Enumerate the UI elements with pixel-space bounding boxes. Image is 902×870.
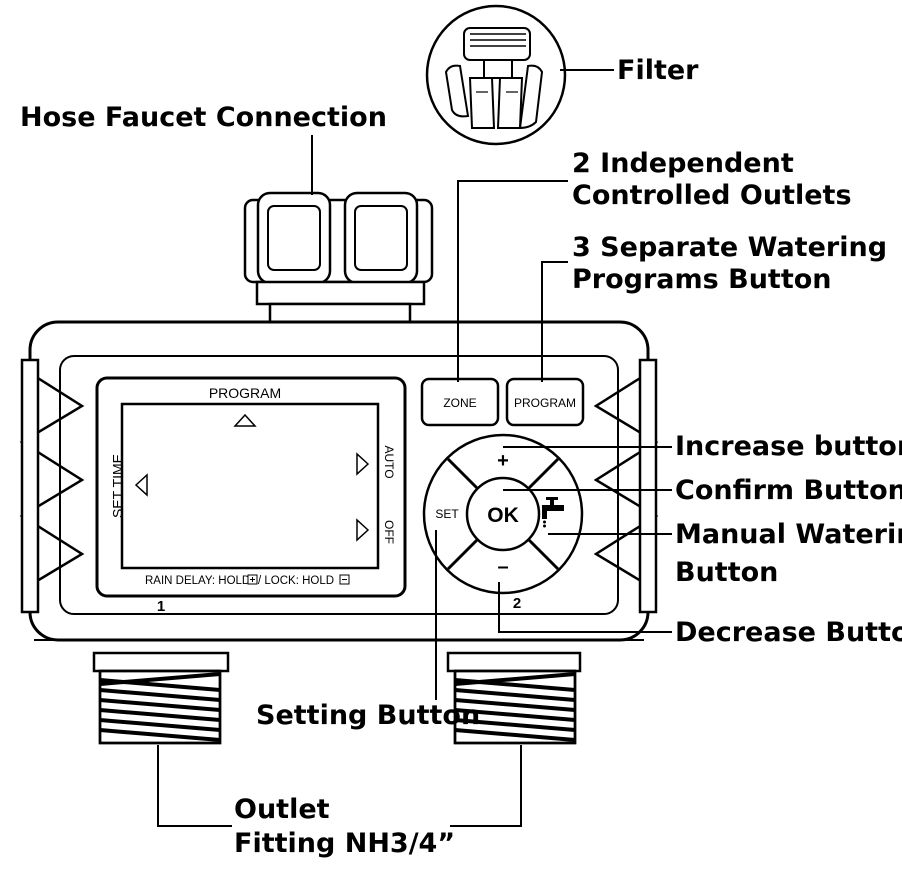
ok-label: OK	[487, 504, 519, 527]
outlet-fitting-2	[446, 651, 582, 745]
filter-label: Filter	[617, 55, 699, 86]
outlet-label-line2: Fitting NH3/4”	[234, 828, 455, 859]
plus-label: +	[497, 450, 509, 472]
programs-label-line1: 3 Separate Watering	[572, 232, 887, 263]
zone-button[interactable]	[420, 377, 500, 427]
set-time-arrow-icon	[134, 473, 148, 497]
hose-faucet-label: Hose Faucet Connection	[20, 102, 387, 133]
lcd-display	[95, 376, 407, 598]
zone-button-label: ZONE	[443, 396, 476, 410]
manual-label-line2: Button	[675, 557, 778, 588]
hose-faucet-connector	[243, 191, 434, 324]
display-set-time-label: SET TIME	[110, 454, 126, 518]
off-arrow-icon	[356, 518, 370, 542]
outlet-fitting-1	[92, 651, 230, 745]
faucet-icon[interactable]	[542, 497, 564, 528]
outlet-1-number: 1	[157, 598, 165, 615]
leader-lines	[157, 180, 672, 827]
lock-text: / LOCK: HOLD	[258, 575, 334, 587]
minus-label: –	[497, 556, 508, 578]
decrease-label: Decrease Button	[675, 617, 902, 648]
control-pad	[422, 433, 584, 595]
confirm-label: Confirm Button	[675, 475, 902, 506]
outlet-label-line1: Outlet	[234, 794, 330, 825]
increase-label: Increase button	[675, 431, 902, 462]
filter-illustration	[425, 4, 567, 146]
auto-arrow-icon	[356, 452, 370, 476]
setting-label: Setting Button	[256, 700, 480, 731]
display-program-label: PROGRAM	[209, 385, 281, 401]
rain-delay-text: RAIN DELAY: HOLD	[145, 575, 250, 587]
program-button[interactable]	[505, 377, 585, 427]
program-arrow-icon	[233, 413, 257, 427]
programs-label-line2: Programs Button	[572, 264, 832, 295]
display-auto-label: AUTO	[382, 445, 396, 478]
manual-label-line1: Manual Watering	[675, 519, 902, 550]
display-off-label: OFF	[382, 520, 396, 544]
outlets-label-line1: 2 Independent	[572, 148, 794, 179]
set-button-label: SET	[435, 507, 459, 521]
outlets-label-line2: Controlled Outlets	[572, 180, 852, 211]
outlet-2-number: 2	[513, 595, 521, 612]
program-button-label: PROGRAM	[514, 396, 576, 410]
